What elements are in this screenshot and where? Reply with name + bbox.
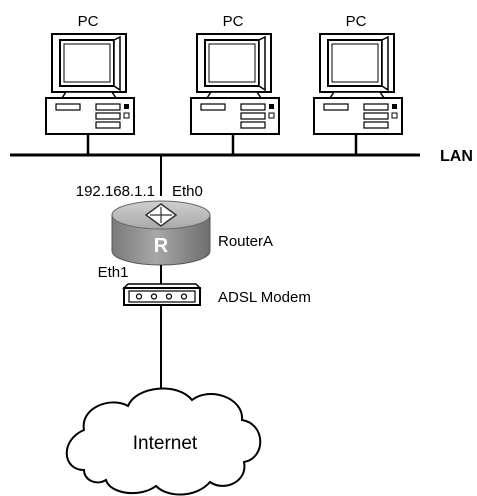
computer-icon [313,33,403,135]
internet: Internet [65,387,262,496]
router: R RouterA [111,200,273,266]
router-name-label: RouterA [218,233,273,250]
modem-label: ADSL Modem [218,289,311,306]
pc-1-label: PC [78,13,99,30]
internet-label: Internet [133,433,198,454]
eth0-ip-label: 192.168.1.1 [76,183,155,200]
pc-2: PC [190,13,280,155]
router-badge: R [154,235,169,257]
pc-1: PC [45,13,135,155]
eth1-label: Eth1 [98,264,129,281]
computer-icon [45,33,135,135]
modem-icon [122,283,202,306]
router-icon: R [111,200,211,266]
eth0-label: Eth0 [172,183,203,200]
pc-3-label: PC [346,13,367,30]
lan-label: LAN [440,148,473,165]
pc-3: PC [313,13,403,155]
pc-2-label: PC [223,13,244,30]
adsl-modem: ADSL Modem [122,283,311,306]
cloud-icon [65,387,262,496]
computer-icon [190,33,280,135]
